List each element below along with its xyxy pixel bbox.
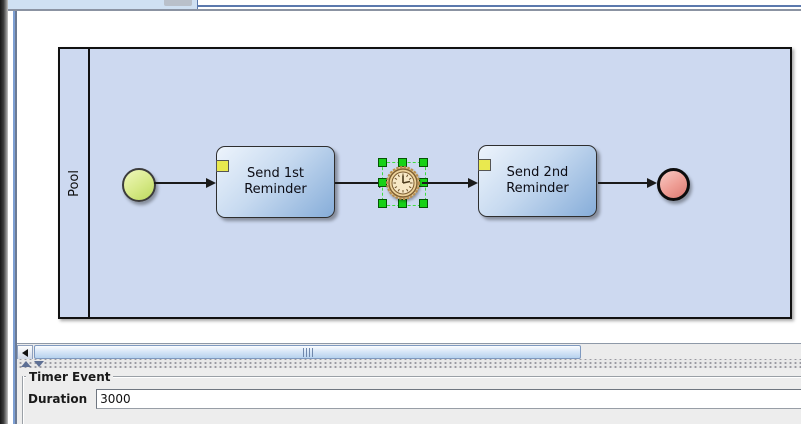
scroll-left-button[interactable] [17,345,33,360]
task-marker-icon [478,159,491,171]
top-scroll-thumb[interactable] [197,0,801,9]
sequence-flow-1[interactable] [154,182,206,184]
top-divider-line [0,9,801,11]
task-send-1st-reminder[interactable]: Send 1st Reminder [216,146,335,218]
sequence-flow-3[interactable] [422,182,468,184]
pool-label: Pool [66,169,82,197]
scrollpane-border-dark [15,11,17,424]
end-event[interactable] [657,168,690,201]
arrowhead-icon [647,178,657,188]
arrowhead-icon [468,178,478,188]
pool-label-band[interactable]: Pool [60,49,90,317]
top-scroll-strip[interactable] [0,0,801,9]
top-scroll-thumb-line [198,5,801,7]
scrollbar-grip-icon [302,348,313,357]
group-border-left [22,376,24,424]
collapse-down-icon[interactable] [34,361,44,367]
task-label: Send 1st Reminder [244,165,307,197]
start-event[interactable] [122,168,156,202]
collapse-up-icon[interactable] [21,361,31,367]
resize-handle-nw[interactable] [378,158,387,167]
properties-panel: Timer Event Duration [17,368,801,424]
horizontal-scrollbar[interactable] [17,343,801,360]
horizontal-scrollbar-thumb[interactable] [34,345,581,359]
sequence-flow-2[interactable] [335,182,379,184]
scrollpane-border [13,11,17,424]
task-marker-icon [216,160,229,172]
group-border-top [22,376,801,378]
left-arrow-icon [22,348,28,357]
resize-handle-sw[interactable] [378,199,387,208]
top-strip-tab[interactable] [164,0,192,6]
sequence-flow-4[interactable] [598,182,647,184]
resize-handle-s[interactable] [398,199,407,208]
resize-handle-ne[interactable] [419,158,428,167]
split-pane-divider[interactable] [17,359,801,368]
scrollpane-border-light [13,11,15,424]
diagram-canvas[interactable]: Pool Send 1st Reminder [17,11,801,343]
timer-event-icon[interactable] [385,165,421,201]
properties-group-title: Timer Event [26,370,114,384]
duration-field-row: Duration [28,389,801,409]
duration-label: Duration [28,392,88,406]
left-panel-edge [0,0,8,424]
task-send-2nd-reminder[interactable]: Send 2nd Reminder [478,145,597,217]
duration-input[interactable] [96,389,801,409]
task-label: Send 2nd Reminder [506,164,569,196]
arrowhead-icon [206,178,216,188]
resize-handle-se[interactable] [419,199,428,208]
